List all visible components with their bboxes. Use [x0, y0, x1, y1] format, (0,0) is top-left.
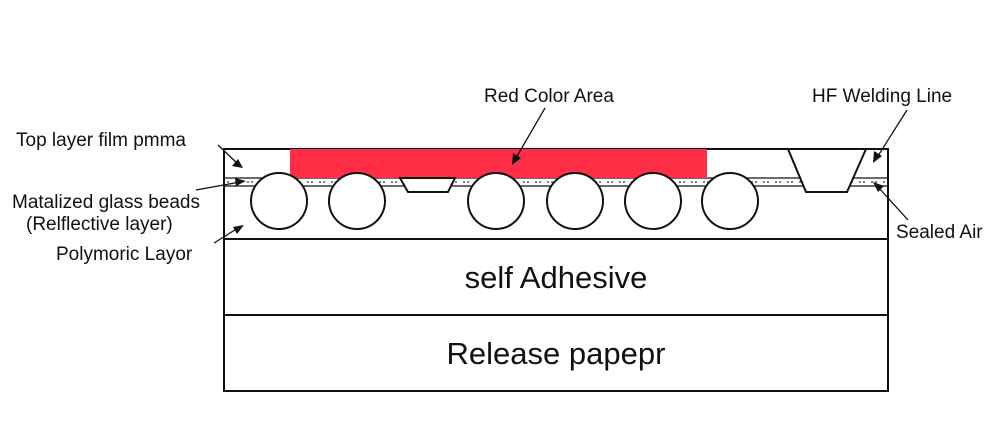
strip-dot — [767, 181, 769, 183]
strip-dot — [683, 181, 685, 183]
strip-dot — [787, 181, 789, 183]
strip-dot — [775, 181, 777, 183]
leader-top-layer — [217, 144, 243, 168]
strip-dot — [695, 181, 697, 183]
strip-dot — [455, 181, 457, 183]
strip-dot — [791, 181, 793, 183]
label-self-adhesive: self Adhesive — [465, 260, 648, 295]
strip-dot — [799, 181, 801, 183]
strip-dot — [859, 181, 861, 183]
label-release-paper: Release papepr — [447, 336, 666, 371]
label-top-layer-film: Top layer film pmma — [16, 130, 186, 151]
strip-dot — [547, 181, 549, 183]
strip-dot — [227, 181, 229, 183]
strip-dot — [463, 181, 465, 183]
strip-dot — [527, 181, 529, 183]
strip-dot — [323, 181, 325, 183]
weld-trapezoid-hf — [786, 148, 868, 193]
strip-dot — [871, 181, 873, 183]
glass-bead — [250, 172, 308, 230]
strip-dot — [863, 181, 865, 183]
strip-dot — [395, 181, 397, 183]
strip-dot — [619, 181, 621, 183]
strip-dot — [607, 181, 609, 183]
strip-dot — [331, 181, 333, 183]
strip-dot — [763, 181, 765, 183]
strip-dot — [247, 181, 249, 183]
strip-dot — [251, 181, 253, 183]
strip-dot — [679, 181, 681, 183]
strip-dot — [383, 181, 385, 183]
strip-dot — [691, 181, 693, 183]
weld-trapezoid-small — [398, 177, 457, 193]
strip-dot — [535, 181, 537, 183]
leader-hf-welding-line — [873, 109, 908, 163]
strip-dot — [703, 181, 705, 183]
label-metalized-beads-2: (Relflective layer) — [26, 214, 173, 235]
strip-dot — [523, 181, 525, 183]
strip-dot — [379, 181, 381, 183]
strip-dot — [875, 181, 877, 183]
glass-bead — [701, 172, 759, 230]
leader-polymoric-layer — [213, 225, 244, 244]
strip-dot — [623, 181, 625, 183]
label-metalized-beads-1: Matalized glass beads — [12, 192, 200, 213]
label-red-color-area: Red Color Area — [484, 86, 614, 107]
strip-dot — [307, 181, 309, 183]
strip-dot — [319, 181, 321, 183]
strip-dot — [599, 181, 601, 183]
leader-metalized-beads — [195, 178, 246, 191]
label-polymoric-layer: Polymoric Layor — [56, 244, 193, 265]
glass-bead — [624, 172, 682, 230]
strip-dot — [883, 181, 885, 183]
strip-dot — [755, 181, 757, 183]
label-hf-welding-line: HF Welding Line — [812, 86, 952, 107]
glass-bead — [467, 172, 525, 230]
strip-dot — [551, 181, 553, 183]
leader-red-color-area — [512, 107, 546, 165]
strip-dot — [779, 181, 781, 183]
glass-bead — [546, 172, 604, 230]
leader-sealed-air — [873, 182, 909, 221]
strip-dot — [611, 181, 613, 183]
strip-dot — [391, 181, 393, 183]
strip-dot — [539, 181, 541, 183]
label-sealed-air: Sealed Air — [896, 222, 983, 243]
strip-dot — [467, 181, 469, 183]
glass-bead — [328, 172, 386, 230]
strip-dot — [311, 181, 313, 183]
release-paper-layer — [223, 314, 889, 392]
